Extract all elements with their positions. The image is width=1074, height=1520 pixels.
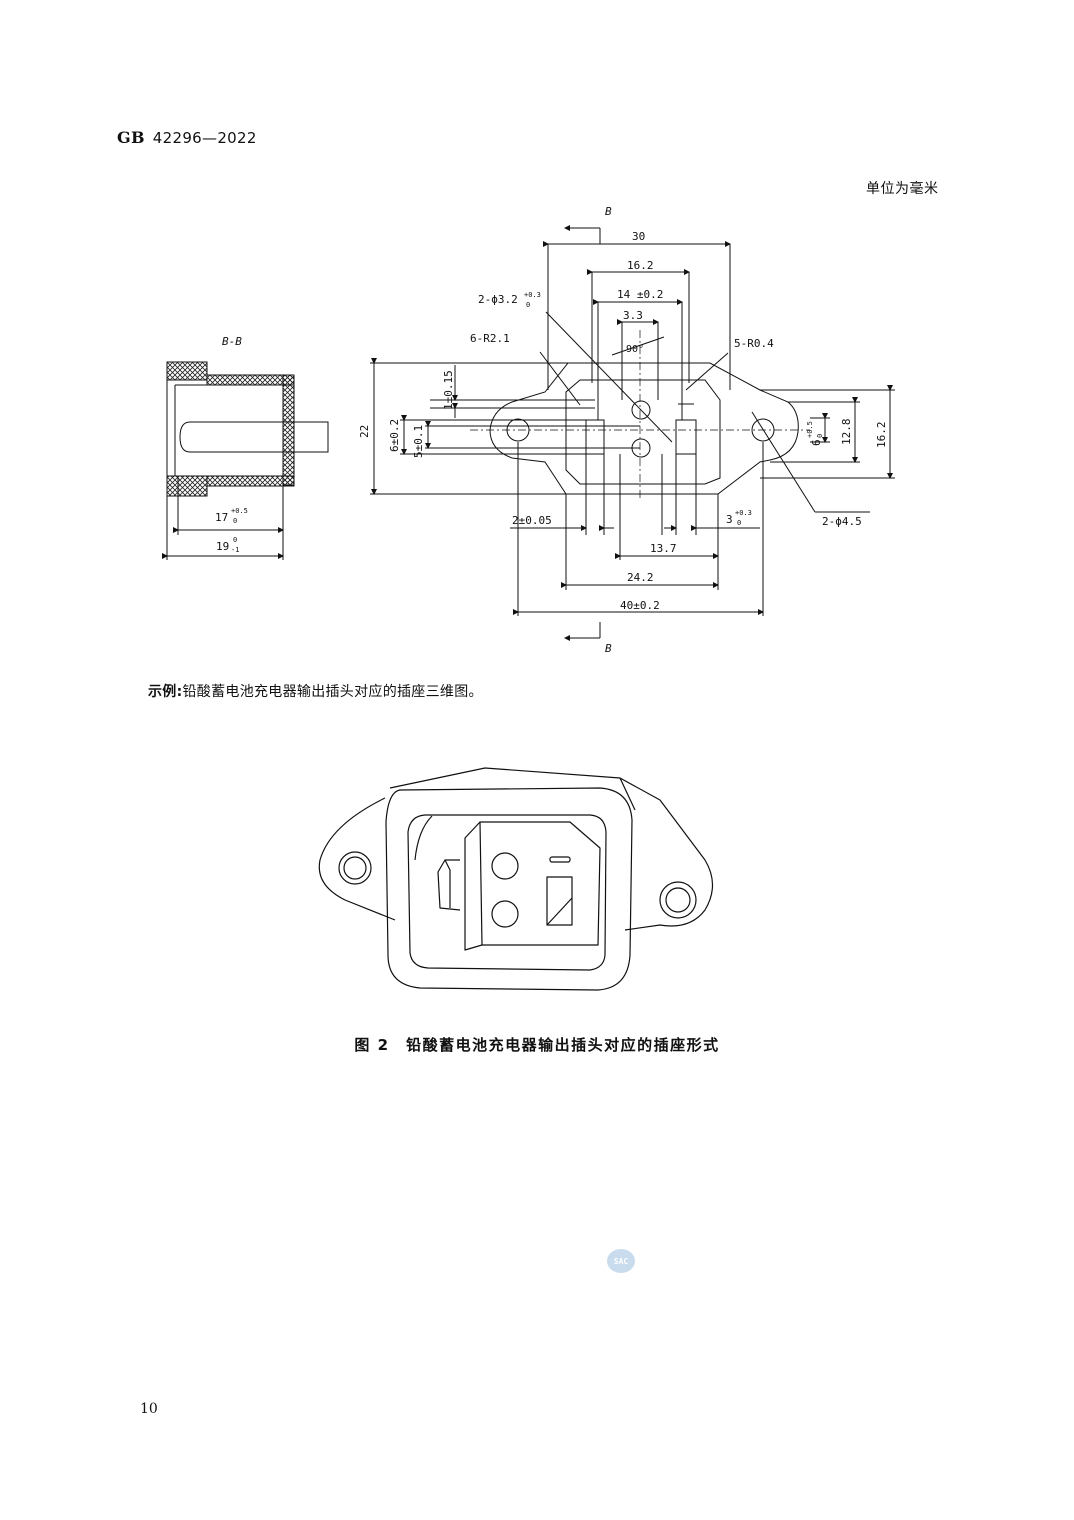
figure-caption: 图 2 铅酸蓄电池充电器输出插头对应的插座形式 xyxy=(354,1036,720,1054)
dim-6: 6±0.2 xyxy=(388,419,401,452)
unit-note: 单位为毫米 xyxy=(866,181,939,197)
dim-30: 30 xyxy=(632,230,645,243)
hole-2-phi-4-5: 2-ϕ4.5 xyxy=(822,515,862,528)
dim-16-2-right: 16.2 xyxy=(875,422,888,449)
dim-1: 1±0.15 xyxy=(442,370,455,410)
dim-24-2: 24.2 xyxy=(627,571,654,584)
r-2-1: 6-R2.1 xyxy=(470,332,510,345)
dim-3: 3 xyxy=(726,513,733,526)
dim-19-tol: 0 xyxy=(233,536,237,544)
standard-header: GB 42296—2022 xyxy=(117,128,257,147)
watermark-text: SAC xyxy=(614,1257,629,1266)
standard-number: 42296—2022 xyxy=(152,129,257,147)
dim-17-tol0: 0 xyxy=(233,517,237,525)
hole-2-tol: +0.3 xyxy=(524,291,541,299)
dim-22: 22 xyxy=(358,425,371,438)
r-0-4: 5-R0.4 xyxy=(734,337,774,350)
dim-14: 14 ±0.2 xyxy=(617,288,663,301)
technical-drawing: B-B B B 30 16.2 14 ±0.2 3.3 90° 2-ϕ3.2 +… xyxy=(162,205,895,655)
dim-6-right-tol0: 0 xyxy=(816,434,824,438)
dim-13-7: 13.7 xyxy=(650,542,677,555)
dim-40: 40±0.2 xyxy=(620,599,660,612)
dim-16-2-top: 16.2 xyxy=(627,259,654,272)
section-label: B-B xyxy=(222,335,242,348)
dim-19-tol1: -1 xyxy=(231,546,239,554)
standard-code: GB xyxy=(117,128,145,147)
dim-2: 2±0.05 xyxy=(512,514,552,527)
dim-3-tol0: 0 xyxy=(737,519,741,527)
dimension-lines xyxy=(370,225,895,641)
dim-5: 5±0.1 xyxy=(412,425,425,458)
dim-19: 19 xyxy=(216,540,229,553)
dim-6-right-tol: +0.5 xyxy=(806,421,814,438)
dim-17: 17 xyxy=(215,511,228,524)
page-number: 10 xyxy=(140,1401,158,1417)
dim-3-3: 3.3 xyxy=(623,309,643,322)
b-top-label: B xyxy=(605,205,612,218)
hole-2-tol0: 0 xyxy=(526,301,530,309)
dim-3-tol: +0.3 xyxy=(735,509,752,517)
dim-6-right: 6 xyxy=(810,439,823,446)
example-line: 示例:铅酸蓄电池充电器输出插头对应的插座三维图。 xyxy=(148,681,483,701)
dim-12-8: 12.8 xyxy=(840,419,853,446)
front-view xyxy=(470,311,870,513)
socket-3d-illustration xyxy=(318,767,714,991)
example-label: 示例: xyxy=(148,684,183,700)
example-text: 铅酸蓄电池充电器输出插头对应的插座三维图。 xyxy=(182,684,483,700)
angle-90: 90° xyxy=(626,344,644,355)
sac-watermark: SAC xyxy=(607,1249,635,1273)
section-view xyxy=(162,361,329,560)
hole-2-phi-3-2: 2-ϕ3.2 xyxy=(478,293,518,306)
dimension-labels: B-B B B 30 16.2 14 ±0.2 3.3 90° 2-ϕ3.2 +… xyxy=(215,205,888,655)
dim-17-tol: +0.5 xyxy=(231,507,248,515)
b-bottom-label: B xyxy=(605,642,612,655)
